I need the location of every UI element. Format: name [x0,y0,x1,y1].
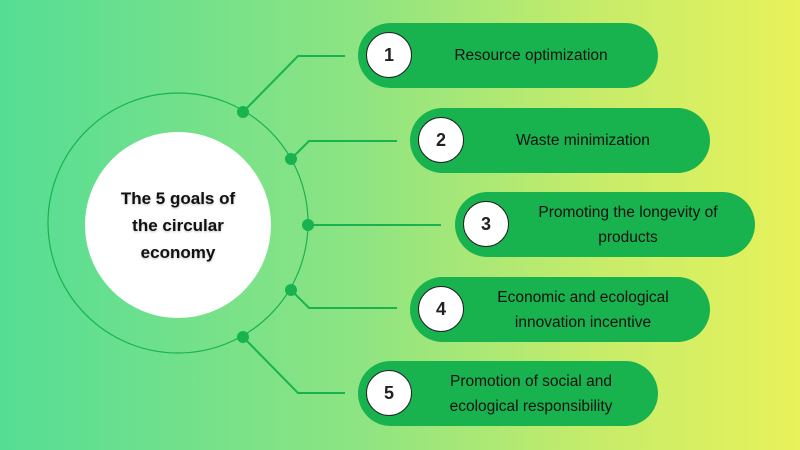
goal-number-5: 5 [366,370,412,416]
node-dot-1 [237,106,249,118]
center-circle: The 5 goals of the circular economy [85,132,271,318]
goal-pill-1: 1 Resource optimization [358,23,658,88]
goal-label-3: Promoting the longevity of products [538,203,718,246]
node-dot-5 [237,331,249,343]
goal-label-5: Promotion of social and ecological respo… [449,372,613,415]
node-dot-2 [285,153,297,165]
goal-pill-5: 5 Promotion of social and ecological res… [358,361,658,426]
connector-4 [290,289,397,309]
node-dot-4 [285,284,297,296]
diagram-title: The 5 goals of the circular economy [120,188,236,262]
goal-pill-2: 2 Waste minimization [410,108,710,173]
goal-number-3: 3 [463,201,509,247]
goal-label-4: Economic and ecological innovation incen… [497,288,669,331]
goal-number-1: 1 [366,32,412,78]
connector-1 [242,55,345,113]
connector-2 [290,140,397,160]
goal-label-1: Resource optimization [454,47,608,64]
goal-pill-4: 4 Economic and ecological innovation inc… [410,277,710,342]
goal-number-2: 2 [418,117,464,163]
goal-label-2: Waste minimization [516,132,650,149]
goal-pill-3: 3 Promoting the longevity of products [455,192,755,257]
connector-5 [242,336,345,394]
goal-number-4: 4 [418,286,464,332]
node-dot-3 [302,219,314,231]
